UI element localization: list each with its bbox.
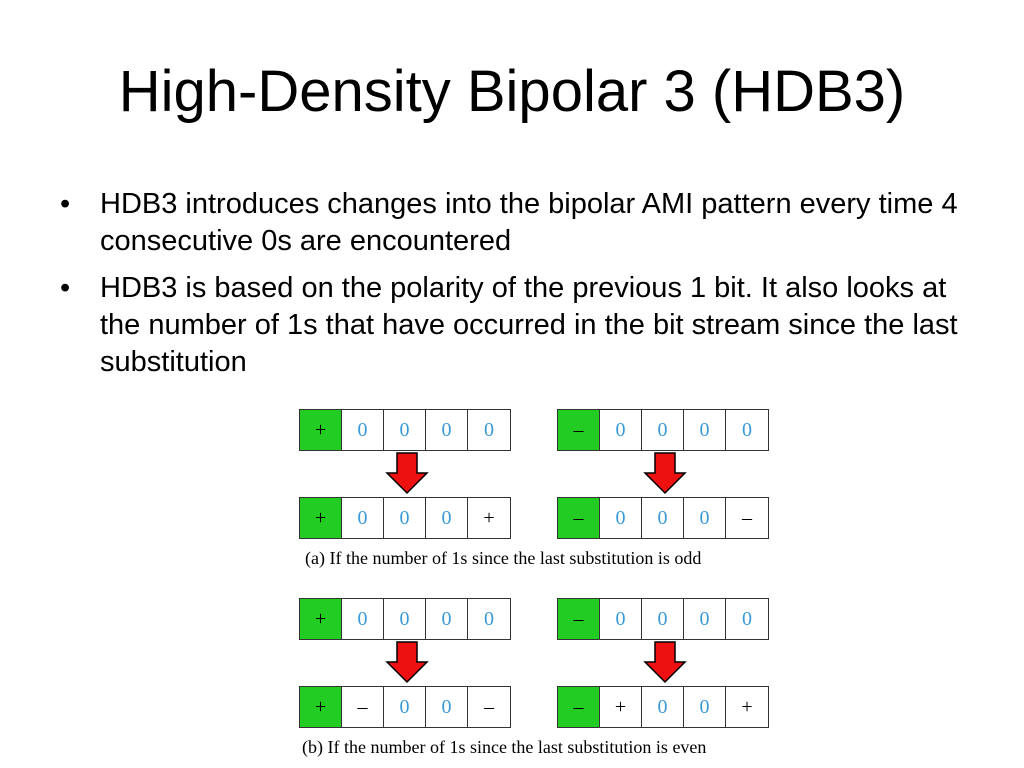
bit-cell: 0 bbox=[484, 607, 494, 630]
bit-cell: 0 bbox=[384, 410, 426, 450]
bit-cell: 0 bbox=[342, 498, 384, 538]
bit-cell: 0 bbox=[684, 599, 726, 639]
pulse-cell: + bbox=[300, 498, 342, 538]
bit-cell: 0 bbox=[684, 498, 726, 538]
bullet-list: • HDB3 introduces changes into the bipol… bbox=[60, 186, 960, 391]
bit-cell: 0 bbox=[426, 410, 468, 450]
red-down-arrow-icon bbox=[643, 641, 687, 684]
caption-odd: (a) If the number of 1s since the last s… bbox=[305, 548, 702, 568]
bit-cell: 0 bbox=[642, 687, 684, 727]
bit-cell: 0 bbox=[600, 599, 642, 639]
bit-cell: 0 bbox=[684, 687, 726, 727]
red-down-arrow-icon bbox=[643, 452, 687, 495]
bit-cell: 0 bbox=[384, 599, 426, 639]
bit-cell: 0 bbox=[684, 410, 726, 450]
red-down-arrow-icon bbox=[385, 641, 429, 684]
bit-cell: + bbox=[600, 687, 642, 727]
pulse-cell: – bbox=[558, 599, 600, 639]
bit-cell: 0 bbox=[642, 599, 684, 639]
bullet-text: HDB3 introduces changes into the bipolar… bbox=[100, 188, 958, 257]
bit-cell: – bbox=[742, 506, 752, 529]
caption-even: (b) If the number of 1s since the last s… bbox=[302, 737, 707, 757]
bit-cell: 0 bbox=[426, 687, 468, 727]
bit-cell: 0 bbox=[742, 607, 752, 630]
bit-cell: – bbox=[484, 695, 494, 718]
bit-cell: 0 bbox=[342, 599, 384, 639]
pulse-cell: + bbox=[300, 687, 342, 727]
bit-cell: – bbox=[342, 687, 384, 727]
bit-cell: 0 bbox=[426, 599, 468, 639]
bit-cell: + bbox=[741, 695, 753, 718]
pulse-cell: + bbox=[300, 599, 342, 639]
bit-cell: 0 bbox=[642, 410, 684, 450]
bit-cell: 0 bbox=[384, 498, 426, 538]
bit-cell: 0 bbox=[384, 687, 426, 727]
slide-title: High-Density Bipolar 3 (HDB3) bbox=[118, 59, 906, 124]
pulse-cell: – bbox=[558, 498, 600, 538]
pulse-cell: – bbox=[558, 410, 600, 450]
bit-cell: 0 bbox=[426, 498, 468, 538]
bullet-item: • HDB3 introduces changes into the bipol… bbox=[60, 186, 960, 260]
pulse-cell: + bbox=[300, 410, 342, 450]
bit-cell: 0 bbox=[342, 410, 384, 450]
bullet-dot: • bbox=[60, 272, 71, 304]
bit-cell: + bbox=[483, 506, 495, 529]
bit-cell: 0 bbox=[484, 418, 494, 441]
pulse-cell: – bbox=[558, 687, 600, 727]
red-down-arrow-icon bbox=[385, 452, 429, 495]
bit-cell: 0 bbox=[600, 410, 642, 450]
bit-cell: 0 bbox=[600, 498, 642, 538]
bit-cell: 0 bbox=[642, 498, 684, 538]
bit-cell: 0 bbox=[742, 418, 752, 441]
bullet-dot: • bbox=[60, 188, 71, 220]
bullet-text: HDB3 is based on the polarity of the pre… bbox=[100, 272, 958, 378]
bullet-item: • HDB3 is based on the polarity of the p… bbox=[60, 270, 960, 381]
